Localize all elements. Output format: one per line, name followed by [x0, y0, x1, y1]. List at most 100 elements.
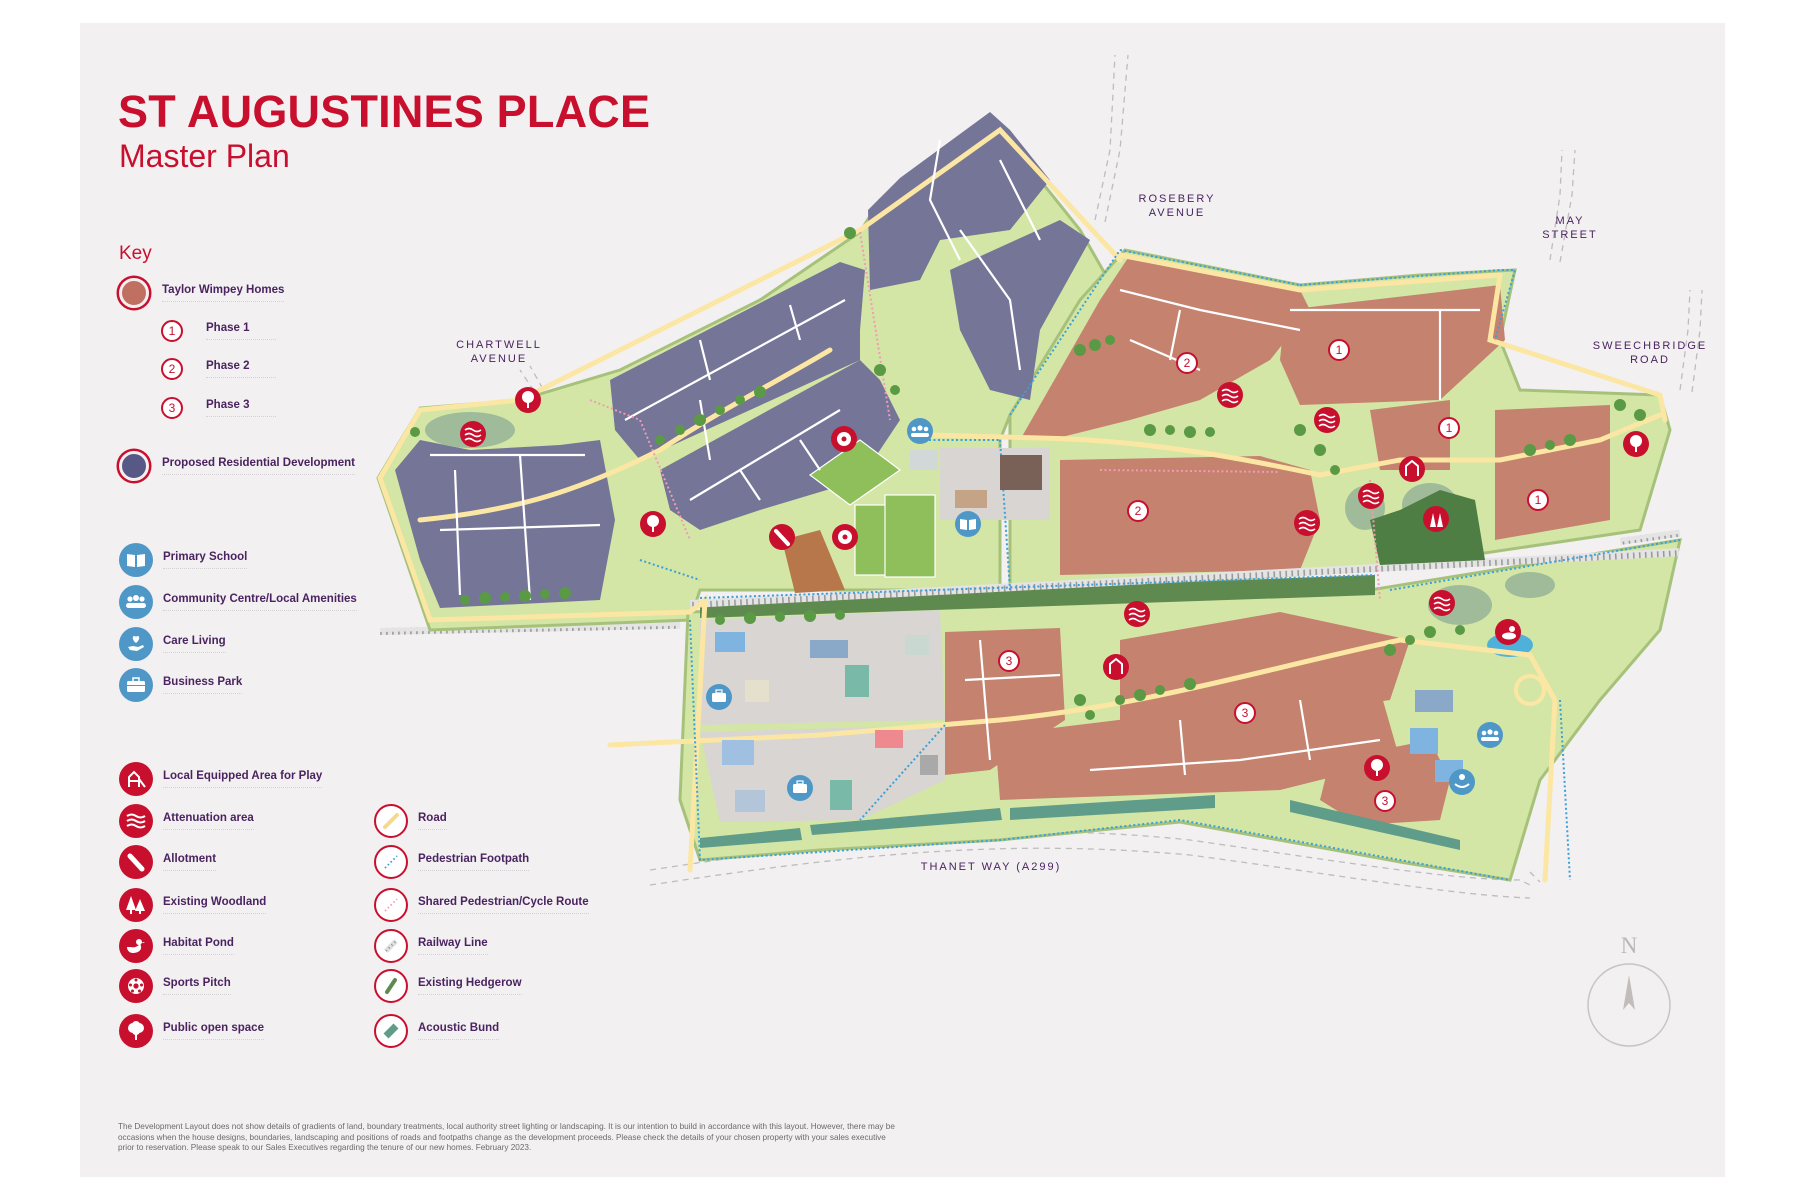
attenuation-marker [460, 421, 486, 447]
phase-2-badge-icon: 2 [161, 358, 183, 380]
playground-icon [119, 762, 153, 796]
attenuation-marker [1124, 601, 1150, 627]
woodland-marker [1423, 506, 1449, 532]
svg-text:STREET: STREET [1542, 229, 1597, 241]
svg-text:ROAD: ROAD [1630, 354, 1670, 366]
book-icon [119, 543, 153, 577]
attenuation-marker [1358, 483, 1384, 509]
legend-primary-school: Primary School [119, 540, 248, 580]
legend-existing-woodland: Existing Woodland [119, 885, 267, 925]
legend-business-park: Business Park [119, 665, 243, 705]
svg-text:2: 2 [1184, 356, 1191, 370]
amenity-markers [706, 418, 1503, 801]
hedgerow-swatch-icon [374, 969, 408, 1003]
svg-text:3: 3 [1006, 654, 1013, 668]
business-park-marker [706, 684, 732, 710]
legend-existing-hedgerow: Existing Hedgerow [374, 966, 522, 1006]
phase-markers: 1 1 1 2 2 3 3 3 [998, 339, 1549, 812]
phase-1-badge-icon: 1 [161, 320, 183, 342]
briefcase-icon [119, 668, 153, 702]
page-title: ST AUGUSTINES PLACE [118, 86, 651, 137]
key-title: Key [119, 243, 152, 264]
acoustic-bund [700, 795, 1460, 850]
legend-railway-line: Railway Line [374, 926, 488, 966]
phase-2-marker: 2 [1176, 352, 1198, 374]
svg-text:2: 2 [1135, 504, 1142, 518]
legend-habitat-pond: Habitat Pond [119, 926, 234, 966]
phase-3-marker: 3 [998, 650, 1020, 672]
habitat-pond-marker [1495, 619, 1521, 645]
svg-text:AVENUE: AVENUE [1149, 207, 1205, 219]
sports-pitches [808, 439, 936, 578]
phase-1-marker: 1 [1438, 417, 1460, 439]
people-icon [119, 585, 153, 619]
road-labels: CHARTWELL AVENUE ROSEBERY AVENUE MAY STR… [456, 193, 1707, 873]
public-open-space-marker [1623, 431, 1649, 457]
sports-pitch-marker [832, 524, 858, 550]
rosebery-avenue-label: ROSEBERY [1139, 193, 1216, 205]
svg-text:AVENUE: AVENUE [471, 353, 527, 365]
svg-text:3: 3 [1382, 794, 1389, 808]
legend-sports-pitch: Sports Pitch [119, 966, 231, 1006]
legend-phase-2: 2 Phase 2 [161, 358, 276, 380]
phase-1-marker: 1 [1328, 339, 1350, 361]
legend-road: Road [374, 801, 447, 841]
play-area-marker [1399, 456, 1425, 482]
legend-acoustic-bund: Acoustic Bund [374, 1011, 500, 1051]
north-arrow-icon [1623, 975, 1635, 1010]
phase-3-marker: 3 [1234, 702, 1256, 724]
cycle-route-swatch-icon [374, 888, 408, 922]
chartwell-avenue-label: CHARTWELL [456, 339, 542, 351]
legend-cycle-route: Shared Pedestrian/Cycle Route [374, 885, 589, 925]
shared-cycle-routes [589, 231, 1381, 601]
sports-pitch-marker [831, 426, 857, 452]
legend-allotment: Allotment [119, 842, 217, 882]
acoustic-bund-swatch-icon [374, 1014, 408, 1048]
svg-text:1: 1 [1336, 343, 1343, 357]
primary-school-marker [955, 511, 981, 537]
legend-pedestrian-footpath: Pedestrian Footpath [374, 842, 530, 882]
north-compass: N [1587, 933, 1671, 1047]
legend-attenuation-area: Attenuation area [119, 801, 254, 841]
public-open-space-marker [515, 387, 541, 413]
legend-phase-1: 1 Phase 1 [161, 320, 276, 342]
railway-line-west [379, 621, 681, 635]
legend-play-area: Local Equipped Area for Play [119, 759, 323, 799]
svg-text:1: 1 [1535, 493, 1542, 507]
carrot-icon [119, 845, 153, 879]
north-label: N [1621, 933, 1638, 958]
railway-line [690, 548, 1680, 608]
community-centre-marker [907, 418, 933, 444]
roundabout [1514, 674, 1546, 706]
taylor-wimpey-areas [945, 255, 1610, 825]
railway-swatch-icon [374, 929, 408, 963]
buildings [715, 450, 1463, 812]
pedestrian-footpaths [639, 249, 1681, 881]
legend-care-living: Care Living [119, 624, 226, 664]
footpath-swatch-icon [374, 845, 408, 879]
thanet-way-label: THANET WAY (A299) [921, 861, 1062, 873]
road-swatch-icon [374, 804, 408, 838]
play-area-marker [1103, 654, 1129, 680]
allotment-marker [769, 524, 795, 550]
attenuation-marker [1294, 510, 1320, 536]
attenuation-marker [1217, 382, 1243, 408]
care-living-marker [1449, 769, 1475, 795]
public-open-space-marker [1364, 755, 1390, 781]
estate-roads [430, 139, 1480, 776]
heart-hand-icon [119, 627, 153, 661]
allotment-area [782, 530, 845, 593]
legend-proposed-residential: Proposed Residential Development [119, 446, 355, 486]
duck-icon [119, 929, 153, 963]
taylor-wimpey-swatch-icon [119, 278, 149, 308]
sweechbridge-road-label: SWEECHBRIDGE [1593, 340, 1707, 352]
trees [410, 227, 1646, 720]
feature-markers [460, 382, 1649, 781]
svg-text:3: 3 [1242, 706, 1249, 720]
hedgerow-strip [700, 575, 1375, 618]
football-icon [119, 969, 153, 1003]
community-centre-marker [1477, 722, 1503, 748]
may-street-label: MAY [1555, 215, 1584, 227]
attenuation-marker [1429, 590, 1455, 616]
